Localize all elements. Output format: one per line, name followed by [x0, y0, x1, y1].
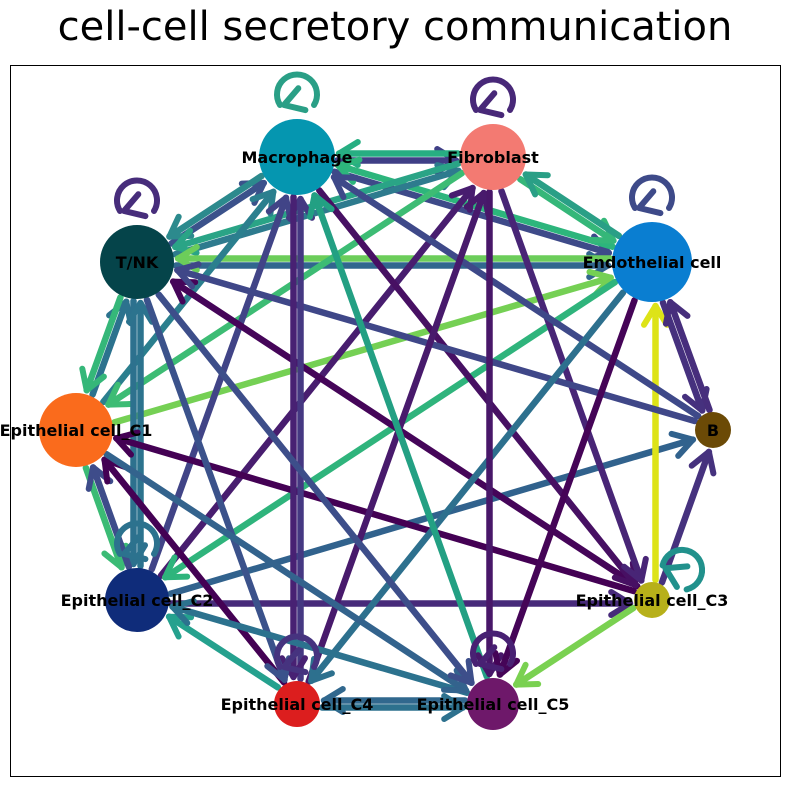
node-label-epi_c3: Epithelial cell_C3	[576, 591, 729, 610]
node-label-tnk: T/NK	[116, 253, 159, 272]
edge-b-to-endothelial	[662, 298, 713, 414]
node-tnk	[100, 225, 174, 299]
node-label-endothelial: Endothelial cell	[583, 253, 722, 272]
node-endothelial	[612, 222, 692, 302]
edge-epi_c2-to-macrophage	[148, 194, 294, 573]
edge-tnk-to-epi_c1	[79, 294, 124, 394]
edges-layer	[79, 71, 717, 722]
node-label-epi_c5: Epithelial cell_C5	[417, 695, 570, 714]
edge-endothelial-to-fibroblast	[522, 171, 623, 240]
nodes-layer	[39, 119, 731, 730]
edge-epi_c3-to-epi_c5	[512, 604, 637, 688]
self-loop-tnk	[114, 177, 160, 220]
self-loop-endothelial	[629, 174, 675, 217]
node-label-epi_c1: Epithelial cell_C1	[0, 421, 152, 440]
node-macrophage	[259, 119, 335, 195]
node-label-b: B	[707, 421, 719, 440]
node-label-macrophage: Macrophage	[241, 148, 352, 167]
edge-epi_c5-to-epi_c2	[169, 598, 471, 697]
edge-tnk-to-epi_c5	[155, 291, 475, 687]
edge-epi_c3-to-epi_c1	[113, 429, 638, 595]
node-label-epi_c2: Epithelial cell_C2	[61, 591, 214, 610]
edge-b-to-tnk	[174, 261, 699, 425]
plot-frame	[10, 65, 781, 777]
self-loop-epi_c5	[470, 630, 516, 673]
edge-fibroblast-to-epi_c1	[105, 169, 466, 408]
chart-title: cell-cell secretory communication	[57, 4, 733, 50]
self-loop-epi_c2	[114, 520, 160, 563]
node-b	[695, 412, 731, 448]
node-epi_c1	[39, 393, 113, 467]
edge-epi_c5-to-macrophage	[307, 192, 491, 680]
self-loop-macrophage	[274, 71, 320, 114]
node-fibroblast	[460, 124, 526, 190]
edge-b-to-macrophage	[330, 173, 702, 420]
edge-epi_c2-to-epi_c3	[167, 589, 634, 618]
self-loop-epi_c3	[659, 546, 706, 593]
edge-epi_c3-to-b	[658, 448, 717, 586]
node-label-epi_c4: Epithelial cell_C4	[221, 695, 374, 714]
edge-macrophage-to-epi_c3	[316, 187, 639, 589]
edge-epi_c4-to-epi_c5	[318, 693, 467, 722]
edge-epi_c3-to-endothelial	[641, 302, 670, 584]
node-epi_c5	[467, 678, 519, 730]
self-loop-epi_c4	[274, 633, 320, 676]
node-epi_c2	[105, 568, 169, 632]
self-loop-fibroblast	[470, 76, 516, 119]
edge-endothelial-to-epi_c2	[161, 278, 619, 581]
node-epi_c3	[634, 582, 670, 618]
node-epi_c4	[274, 681, 320, 727]
node-label-fibroblast: Fibroblast	[447, 148, 539, 167]
